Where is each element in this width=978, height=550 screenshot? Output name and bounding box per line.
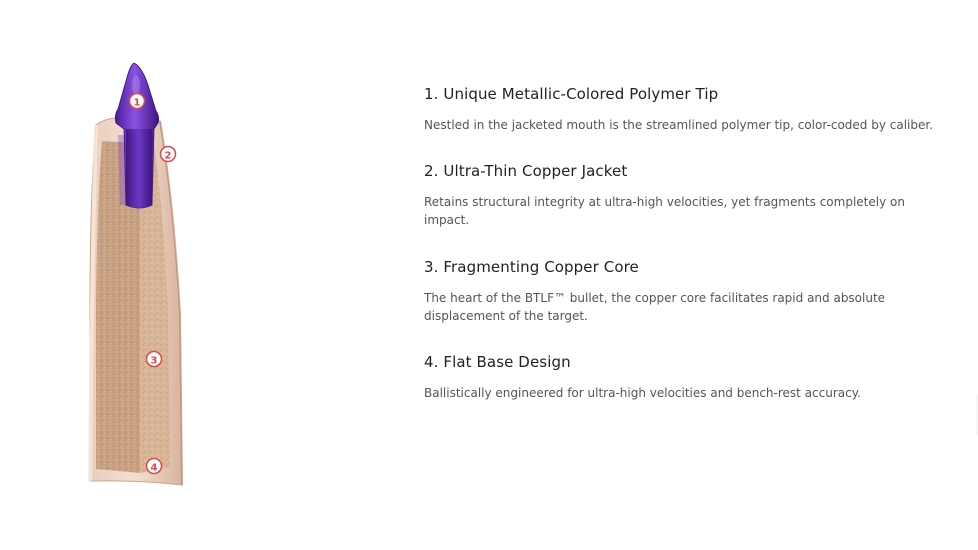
callout-4: 4 [145,457,163,475]
feature-description: Nestled in the jacketed mouth is the str… [424,118,934,132]
callout-3: 3 [145,350,163,368]
edge-shadow [975,395,978,435]
feature-title: 4. Flat Base Design [424,353,571,371]
svg-text:3: 3 [151,356,158,367]
callout-1: 1 [128,92,146,110]
feature-polymer-tip: 1. Unique Metallic-Colored Polymer Tip N… [424,84,944,134]
feature-title: 3. Fragmenting Copper Core [424,258,639,276]
svg-text:4: 4 [151,463,158,474]
feature-copper-jacket: 2. Ultra-Thin Copper Jacket Retains stru… [424,161,924,229]
feature-description: Ballistically engineered for ultra-high … [424,386,861,400]
feature-description: The heart of the BTLF™ bullet, the coppe… [424,291,886,323]
feature-flat-base: 4. Flat Base Design Ballistically engine… [424,352,944,402]
feature-description: Retains structural integrity at ultra-hi… [424,195,905,227]
feature-title: 2. Ultra-Thin Copper Jacket [424,162,628,180]
svg-text:1: 1 [134,98,141,109]
svg-text:2: 2 [165,151,172,162]
bullet-cutaway-illustration: 1 2 3 4 [70,55,210,495]
copper-core-left [96,141,140,473]
copper-core-right [140,143,170,473]
callout-2: 2 [159,145,177,163]
feature-title: 1. Unique Metallic-Colored Polymer Tip [424,85,719,103]
bullet-diagram: 1 2 3 4 [88,62,183,486]
feature-copper-core: 3. Fragmenting Copper Core The heart of … [424,257,924,325]
